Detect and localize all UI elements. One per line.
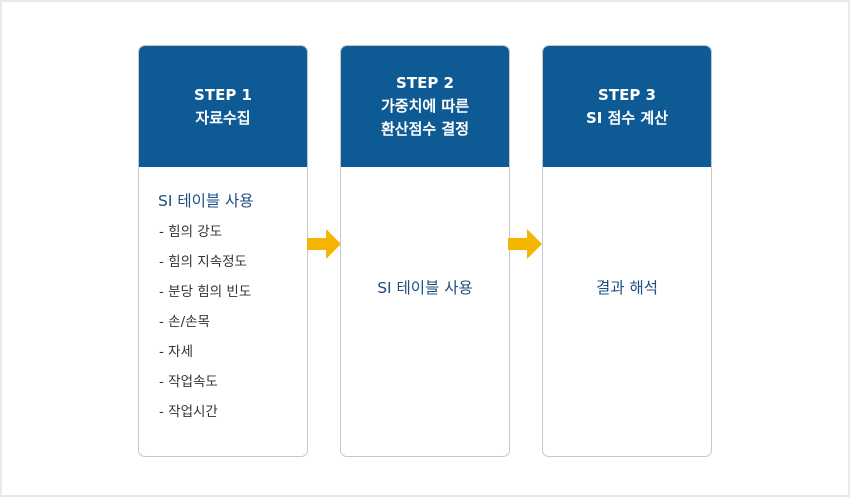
step-2-title-line1: 가중치에 따른 bbox=[380, 97, 470, 115]
step-1-body-title: SI 테이블 사용 bbox=[158, 192, 254, 210]
arrow-right-icon bbox=[508, 229, 542, 259]
step-3-header: STEP 3 SI 점수 계산 bbox=[543, 46, 711, 167]
step-3-title: SI 점수 계산 bbox=[585, 108, 669, 127]
step-1-item-list: - 힘의 강도 - 힘의 지속정도 - 분당 힘의 빈도 - 손/손목 - 자세… bbox=[159, 223, 251, 433]
list-item: - 자세 bbox=[159, 344, 194, 360]
step-2-label: STEP 2 bbox=[396, 74, 454, 92]
list-item: - 분당 힘의 빈도 bbox=[159, 284, 252, 300]
list-item: - 작업속도 bbox=[159, 374, 218, 390]
list-item: - 손/손목 bbox=[159, 314, 210, 330]
step-3-body: 결과 해석 bbox=[543, 167, 711, 456]
step-3-label: STEP 3 bbox=[598, 85, 656, 104]
step-2-header: STEP 2 가중치에 따른 환산점수 결정 bbox=[341, 46, 509, 167]
list-item: - 힘의 강도 bbox=[159, 224, 223, 240]
list-item: - 힘의 지속정도 bbox=[159, 254, 247, 270]
step-1-title: 자료수집 bbox=[195, 108, 251, 127]
step-1-label: STEP 1 bbox=[194, 85, 252, 104]
step-2-card: STEP 2 가중치에 따른 환산점수 결정 SI 테이블 사용 bbox=[340, 45, 510, 457]
arrow-right-icon bbox=[307, 229, 341, 259]
step-1-card: STEP 1 자료수집 SI 테이블 사용 - 힘의 강도 - 힘의 지속정도 … bbox=[138, 45, 308, 457]
step-2-body-text: SI 테이블 사용 bbox=[377, 279, 473, 297]
list-item: - 작업시간 bbox=[159, 404, 218, 420]
step-1-header: STEP 1 자료수집 bbox=[139, 46, 307, 167]
step-3-body-text: 결과 해석 bbox=[596, 279, 658, 297]
step-2-title-line2: 환산점수 결정 bbox=[380, 120, 470, 138]
step-2-body: SI 테이블 사용 bbox=[341, 167, 509, 456]
step-1-body: SI 테이블 사용 - 힘의 강도 - 힘의 지속정도 - 분당 힘의 빈도 -… bbox=[139, 167, 307, 456]
step-3-card: STEP 3 SI 점수 계산 결과 해석 bbox=[542, 45, 712, 457]
